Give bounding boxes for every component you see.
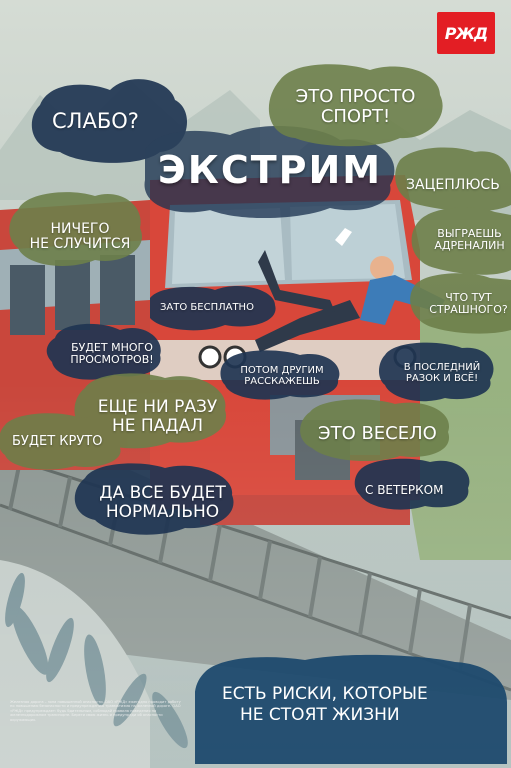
bubble-ne-padal-line1: ЕЩЕ НИ РАЗУ	[97, 397, 218, 417]
bubble-normalno-line2: НОРМАЛЬНО	[105, 501, 220, 522]
bubble-veselo: ЭТО ВЕСЕЛО	[318, 423, 437, 444]
bubble-rasskazhesh: ПОТОМ ДРУГИМ РАССКАЖЕШЬ	[232, 365, 332, 387]
bubble-vygreesh-line1: ВЫГРАЕШЬ	[437, 227, 502, 240]
bubble-prosmotrov: БУДЕТ МНОГО ПРОСМОТРОВ!	[62, 341, 162, 367]
bubble-rasskazhesh-line1: ПОТОМ ДРУГИМ	[240, 365, 324, 376]
fine-print: Железная дорога – зона повышенной опасно…	[10, 700, 181, 722]
bubble-prosmotrov-line2: ПРОСМОТРОВ!	[70, 353, 154, 367]
bubble-strashnogo: ЧТО ТУТ СТРАШНОГО?	[426, 291, 511, 317]
bubble-vygreesh: ВЫГРАЕШЬ АДРЕНАЛИН	[428, 227, 511, 253]
bubble-prosmotrov-line1: БУДЕТ МНОГО	[71, 341, 153, 354]
bubble-eto-sport: ЭТО ПРОСТО СПОРТ!	[283, 87, 428, 127]
rzd-logo: РЖД	[437, 12, 495, 54]
bubble-kruto: БУДЕТ КРУТО	[12, 434, 103, 449]
tagline: ЕСТЬ РИСКИ, КОТОРЫЕ НЕ СТОЯТ ЖИЗНИ	[222, 684, 492, 727]
bubble-eto-sport-line2: СПОРТ!	[320, 105, 391, 127]
bubble-vygreesh-line2: АДРЕНАЛИН	[434, 239, 505, 253]
bubble-rasskazhesh-line2: РАССКАЖЕШЬ	[244, 376, 320, 387]
bubble-normalno-line1: ДА ВСЕ БУДЕТ	[99, 483, 226, 503]
bubble-strashnogo-line1: ЧТО ТУТ	[445, 291, 492, 304]
bubble-normalno: ДА ВСЕ БУДЕТ НОРМАЛЬНО	[95, 484, 230, 521]
bubble-veterkom: С ВЕТЕРКОМ	[365, 483, 444, 497]
bubble-nichego: НИЧЕГО НЕ СЛУЧИТСЯ	[25, 221, 135, 253]
bubble-ne-padal: ЕЩЕ НИ РАЗУ НЕ ПАДАЛ	[95, 398, 220, 435]
tagline-line2: НЕ СТОЯТ ЖИЗНИ	[240, 705, 400, 726]
bubble-slabo: СЛАБО?	[52, 109, 139, 133]
tagline-cloud	[195, 654, 507, 764]
bubble-nichego-line2: НЕ СЛУЧИТСЯ	[29, 236, 131, 253]
person-figure	[255, 228, 445, 352]
bubble-posledniy-line2: РАЗОК И ВСЁ!	[405, 373, 479, 384]
bubble-eto-sport-line1: ЭТО ПРОСТО	[295, 86, 416, 107]
poster-title: ЭКСТРИМ	[157, 148, 383, 192]
bubble-posledniy: В ПОСЛЕДНИЙ РАЗОК И ВСЁ!	[393, 362, 491, 384]
bubble-strashnogo-line2: СТРАШНОГО?	[429, 303, 508, 317]
bubble-zatseplyus: ЗАЦЕПЛЮСЬ	[406, 177, 500, 193]
bubble-nichego-line1: НИЧЕГО	[50, 221, 110, 237]
logo-text: РЖД	[444, 23, 489, 43]
bubble-besplatno: ЗАТО БЕСПЛАТНО	[160, 302, 254, 313]
tagline-line1: ЕСТЬ РИСКИ, КОТОРЫЕ	[222, 684, 428, 704]
bubble-ne-padal-line2: НЕ ПАДАЛ	[111, 415, 204, 436]
bubble-posledniy-line1: В ПОСЛЕДНИЙ	[403, 362, 481, 373]
